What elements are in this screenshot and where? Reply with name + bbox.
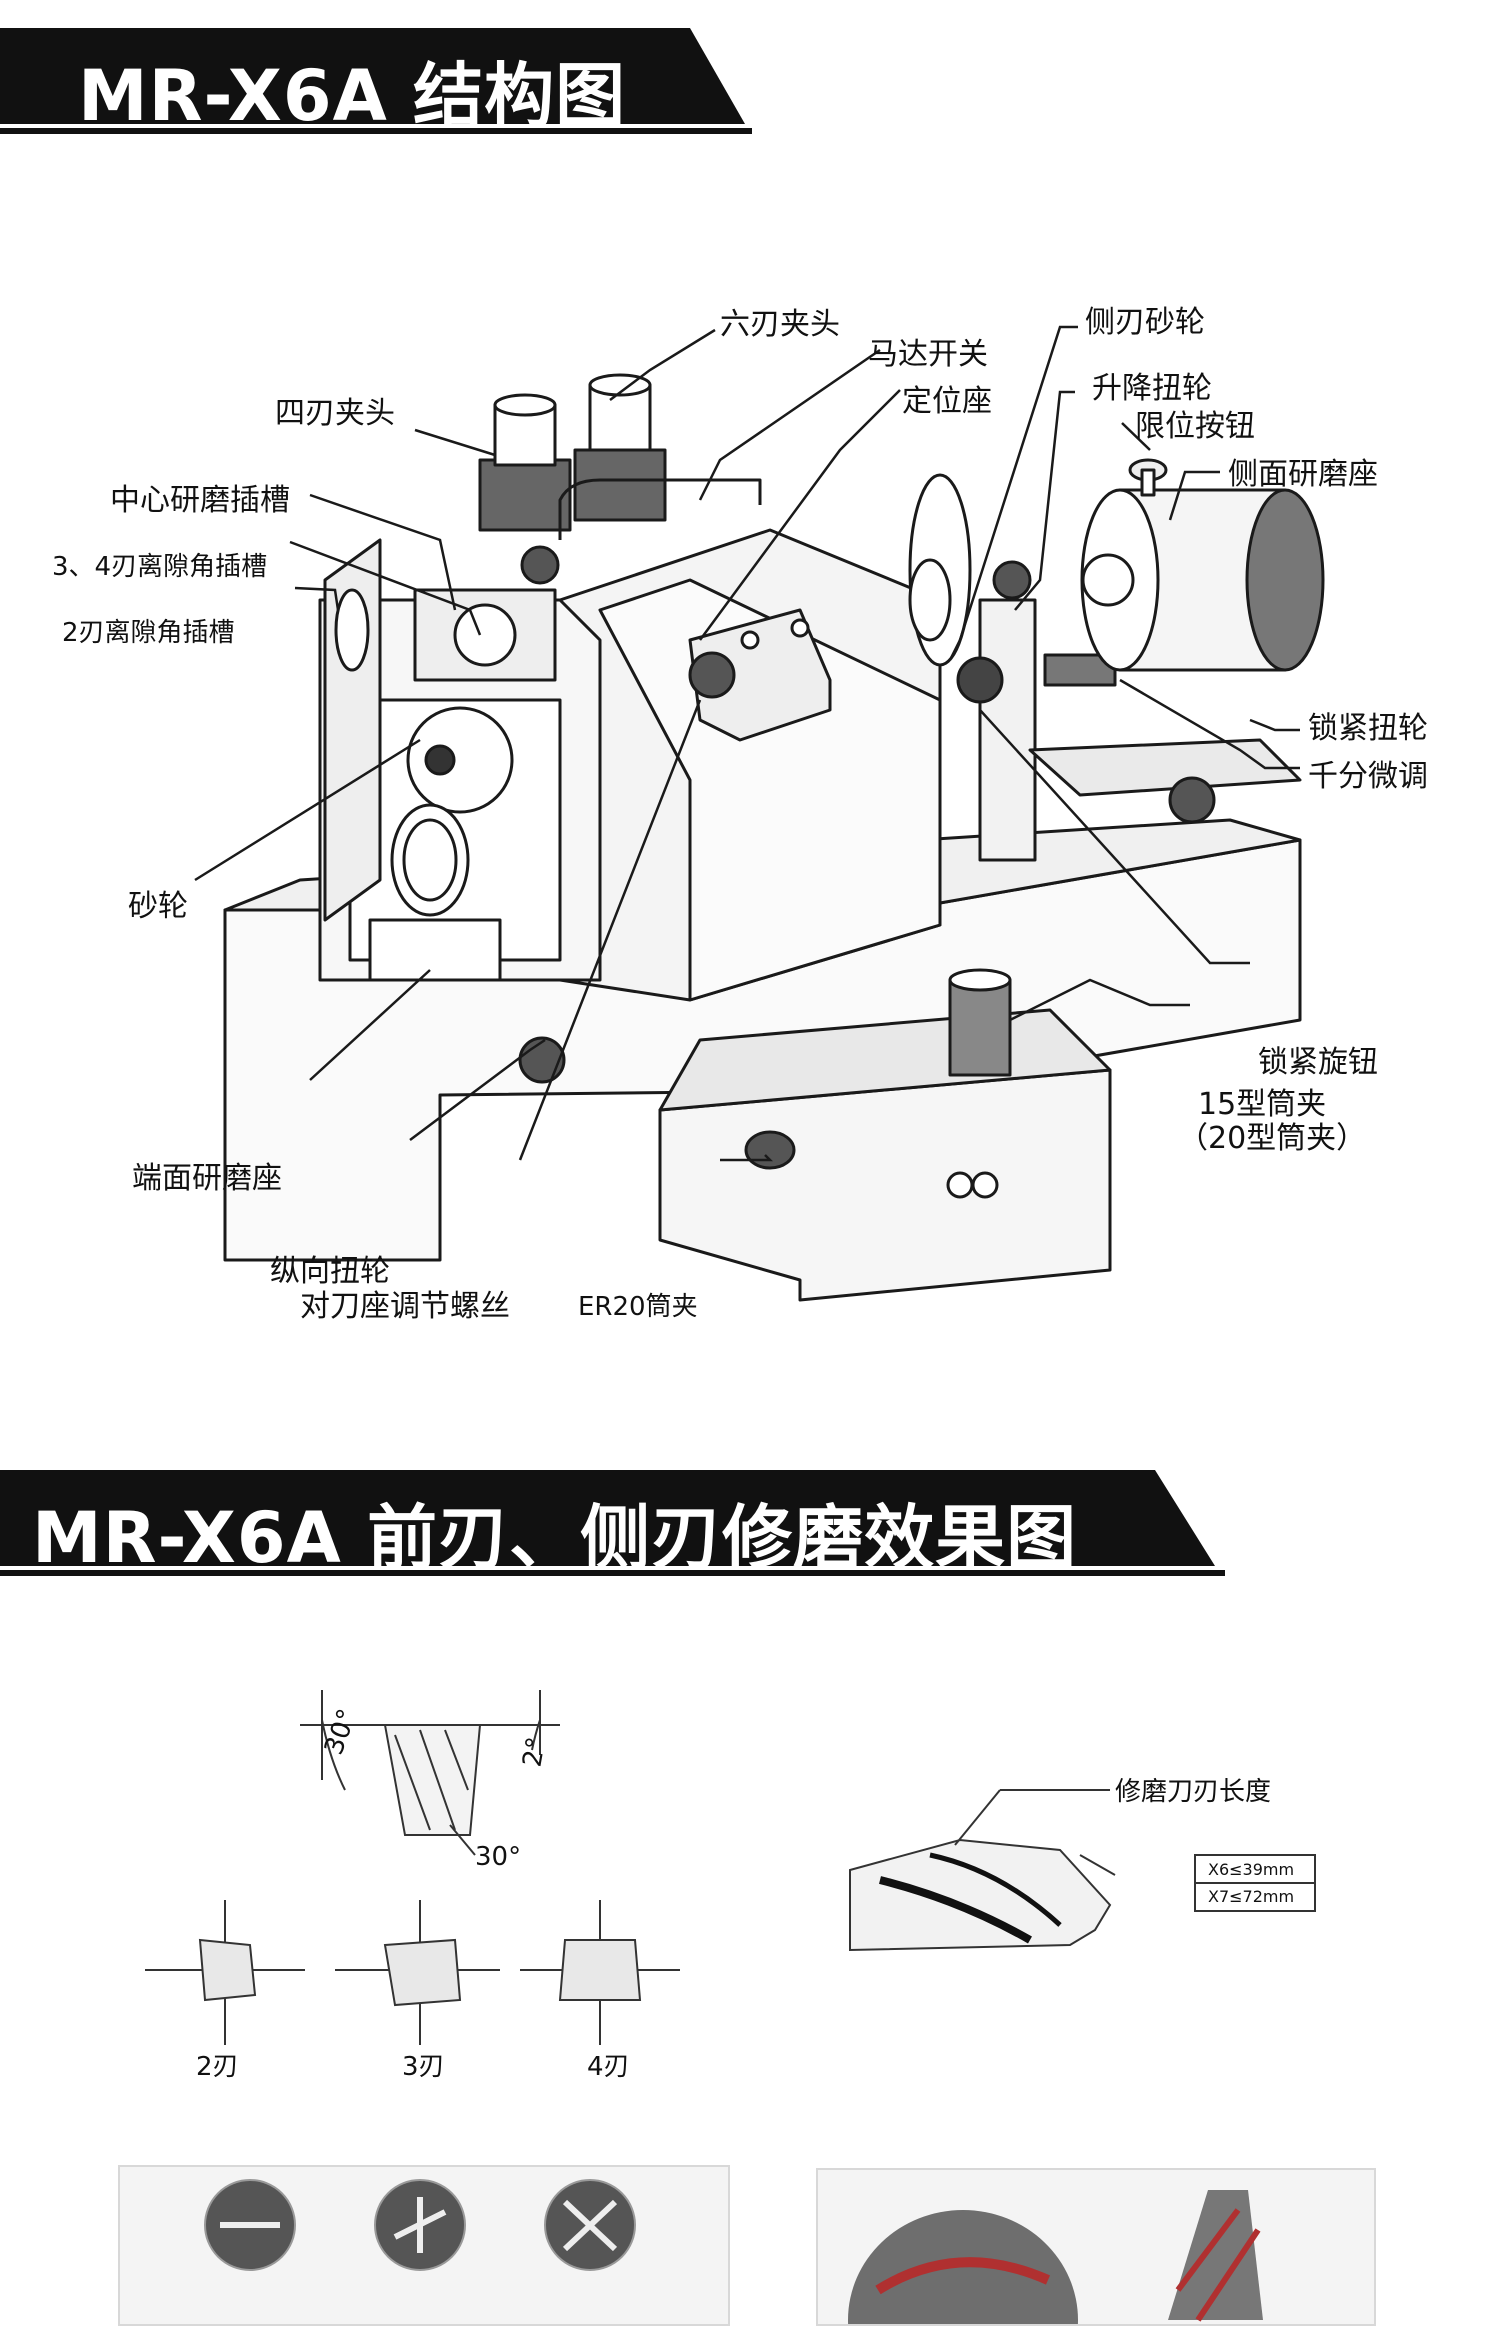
- label-tool-seat-screw: 对刀座调节螺丝: [300, 1289, 510, 1324]
- banner-shape: [0, 28, 752, 134]
- effect-diagrams: [145, 1690, 1316, 2045]
- label-center-grinding-slot: 中心研磨插槽: [110, 483, 290, 518]
- side-view-photos: [816, 2168, 1376, 2328]
- label-angle-30-b: 30°: [475, 1842, 522, 1872]
- end-view-photos: [118, 2165, 730, 2326]
- label-lift-knob: 升降扭轮: [1092, 371, 1212, 406]
- label-motor-switch: 马达开关: [868, 337, 988, 372]
- banner-title: MR-X6A 前刃、侧刃修磨效果图: [32, 1497, 1078, 1579]
- label-grinding-wheel: 砂轮: [128, 889, 188, 924]
- side-view-photos-graphic: [848, 2190, 1263, 2328]
- label-side-grinding-seat: 侧面研磨座: [1228, 457, 1378, 492]
- label-clearance-slot-34: 3、4刃离隙角插槽: [52, 552, 268, 582]
- label-angle-2: 2°: [517, 1734, 553, 1770]
- banner-shape: [0, 1470, 1225, 1576]
- label-collet-20: （20型筒夹）: [1178, 1121, 1367, 1156]
- section-banner-effect: MR-X6A 前刃、侧刃修磨效果图: [0, 1470, 1240, 1580]
- label-six-blade-chuck: 六刃夹头: [720, 307, 840, 342]
- label-blade-4: 4刃: [587, 2052, 630, 2082]
- label-blade-2: 2刃: [196, 2052, 239, 2082]
- label-regrind-length: 修磨刀刃长度: [1115, 1777, 1272, 1807]
- end-view-photos-graphic: [204, 2179, 636, 2271]
- label-collet-15: 15型筒夹: [1198, 1087, 1327, 1122]
- label-x7-spec: X7≤72mm: [1208, 1887, 1295, 1906]
- section-banner-structure: MR-X6A 结构图: [0, 28, 760, 138]
- banner-title: MR-X6A 结构图: [78, 55, 627, 137]
- label-longitudinal-knob: 纵向扭轮: [270, 1254, 390, 1289]
- machine-structure-diagram: [194, 325, 1325, 1302]
- label-limit-button: 限位按钮: [1135, 409, 1255, 444]
- label-end-face-grinding-seat: 端面研磨座: [132, 1161, 282, 1196]
- label-x6-spec: X6≤39mm: [1208, 1860, 1295, 1879]
- label-micrometer: 千分微调: [1308, 759, 1428, 794]
- label-lock-rotary-knob: 锁紧旋钮: [1258, 1045, 1378, 1080]
- label-four-blade-chuck: 四刃夹头: [275, 396, 395, 431]
- label-clearance-slot-2: 2刃离隙角插槽: [62, 618, 235, 648]
- label-blade-3: 3刃: [402, 2052, 445, 2082]
- label-er20-collet: ER20筒夹: [578, 1292, 698, 1322]
- label-locating-seat: 定位座: [902, 384, 992, 419]
- label-lock-knob: 锁紧扭轮: [1308, 711, 1428, 746]
- label-side-wheel: 侧刃砂轮: [1085, 305, 1205, 340]
